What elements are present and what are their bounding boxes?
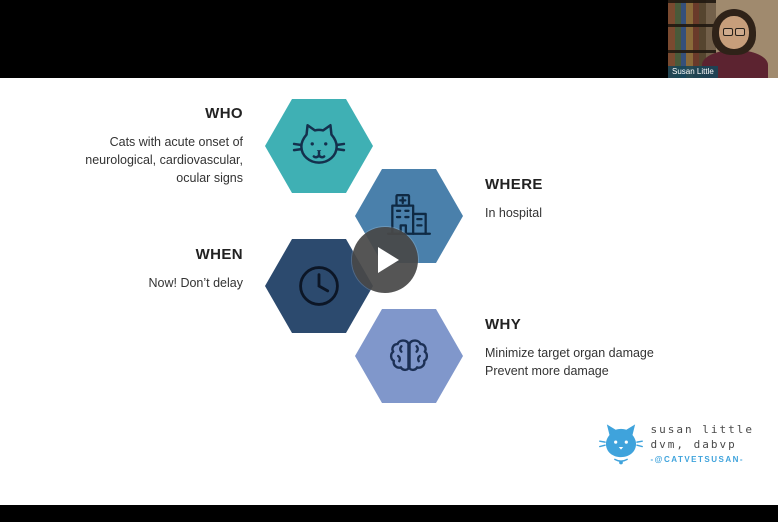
who-text: Cats with acute onset of neurological, c…: [85, 133, 243, 187]
brand-text: susan little dvm, dabvp -@CATVETSUSAN-: [651, 422, 754, 464]
where-line-1: In hospital: [485, 206, 542, 220]
section-why: WHY Minimize target organ damage Prevent…: [485, 316, 654, 380]
cat-icon: [292, 123, 346, 164]
when-title: WHEN: [195, 246, 243, 263]
hospital-icon: [387, 194, 431, 235]
section-when: WHEN Now! Don’t delay: [149, 246, 244, 292]
play-icon: [378, 247, 399, 273]
brand-handle: -@CATVETSUSAN-: [650, 455, 745, 464]
participant-name-label: Susan Little: [668, 66, 718, 78]
brand-name: susan little: [650, 423, 754, 436]
cat-logo-icon: [598, 424, 643, 465]
why-line-2: Prevent more damage: [485, 364, 609, 378]
webcam-tile[interactable]: Susan Little: [668, 0, 778, 78]
where-title: WHERE: [485, 176, 543, 193]
section-where: WHERE In hospital: [485, 176, 543, 222]
who-line-1: Cats with acute onset of: [109, 135, 243, 149]
brain-icon: [389, 339, 429, 372]
why-text: Minimize target organ damage Prevent mor…: [485, 344, 654, 380]
webcam-person-glasses: [723, 28, 745, 36]
why-line-1: Minimize target organ damage: [485, 346, 654, 360]
who-line-3: ocular signs: [176, 171, 243, 185]
brand-credentials: dvm, dabvp: [650, 438, 737, 451]
who-line-2: neurological, cardiovascular,: [85, 153, 243, 167]
where-text: In hospital: [485, 204, 543, 222]
when-text: Now! Don’t delay: [149, 274, 244, 292]
brand-logo: susan little dvm, dabvp -@CATVETSUSAN-: [598, 420, 754, 466]
when-line-1: Now! Don’t delay: [148, 276, 244, 290]
section-who: WHO Cats with acute onset of neurologica…: [85, 105, 243, 187]
clock-icon: [299, 266, 339, 306]
play-button[interactable]: [352, 227, 418, 293]
who-title: WHO: [205, 105, 243, 122]
why-title: WHY: [485, 316, 522, 333]
